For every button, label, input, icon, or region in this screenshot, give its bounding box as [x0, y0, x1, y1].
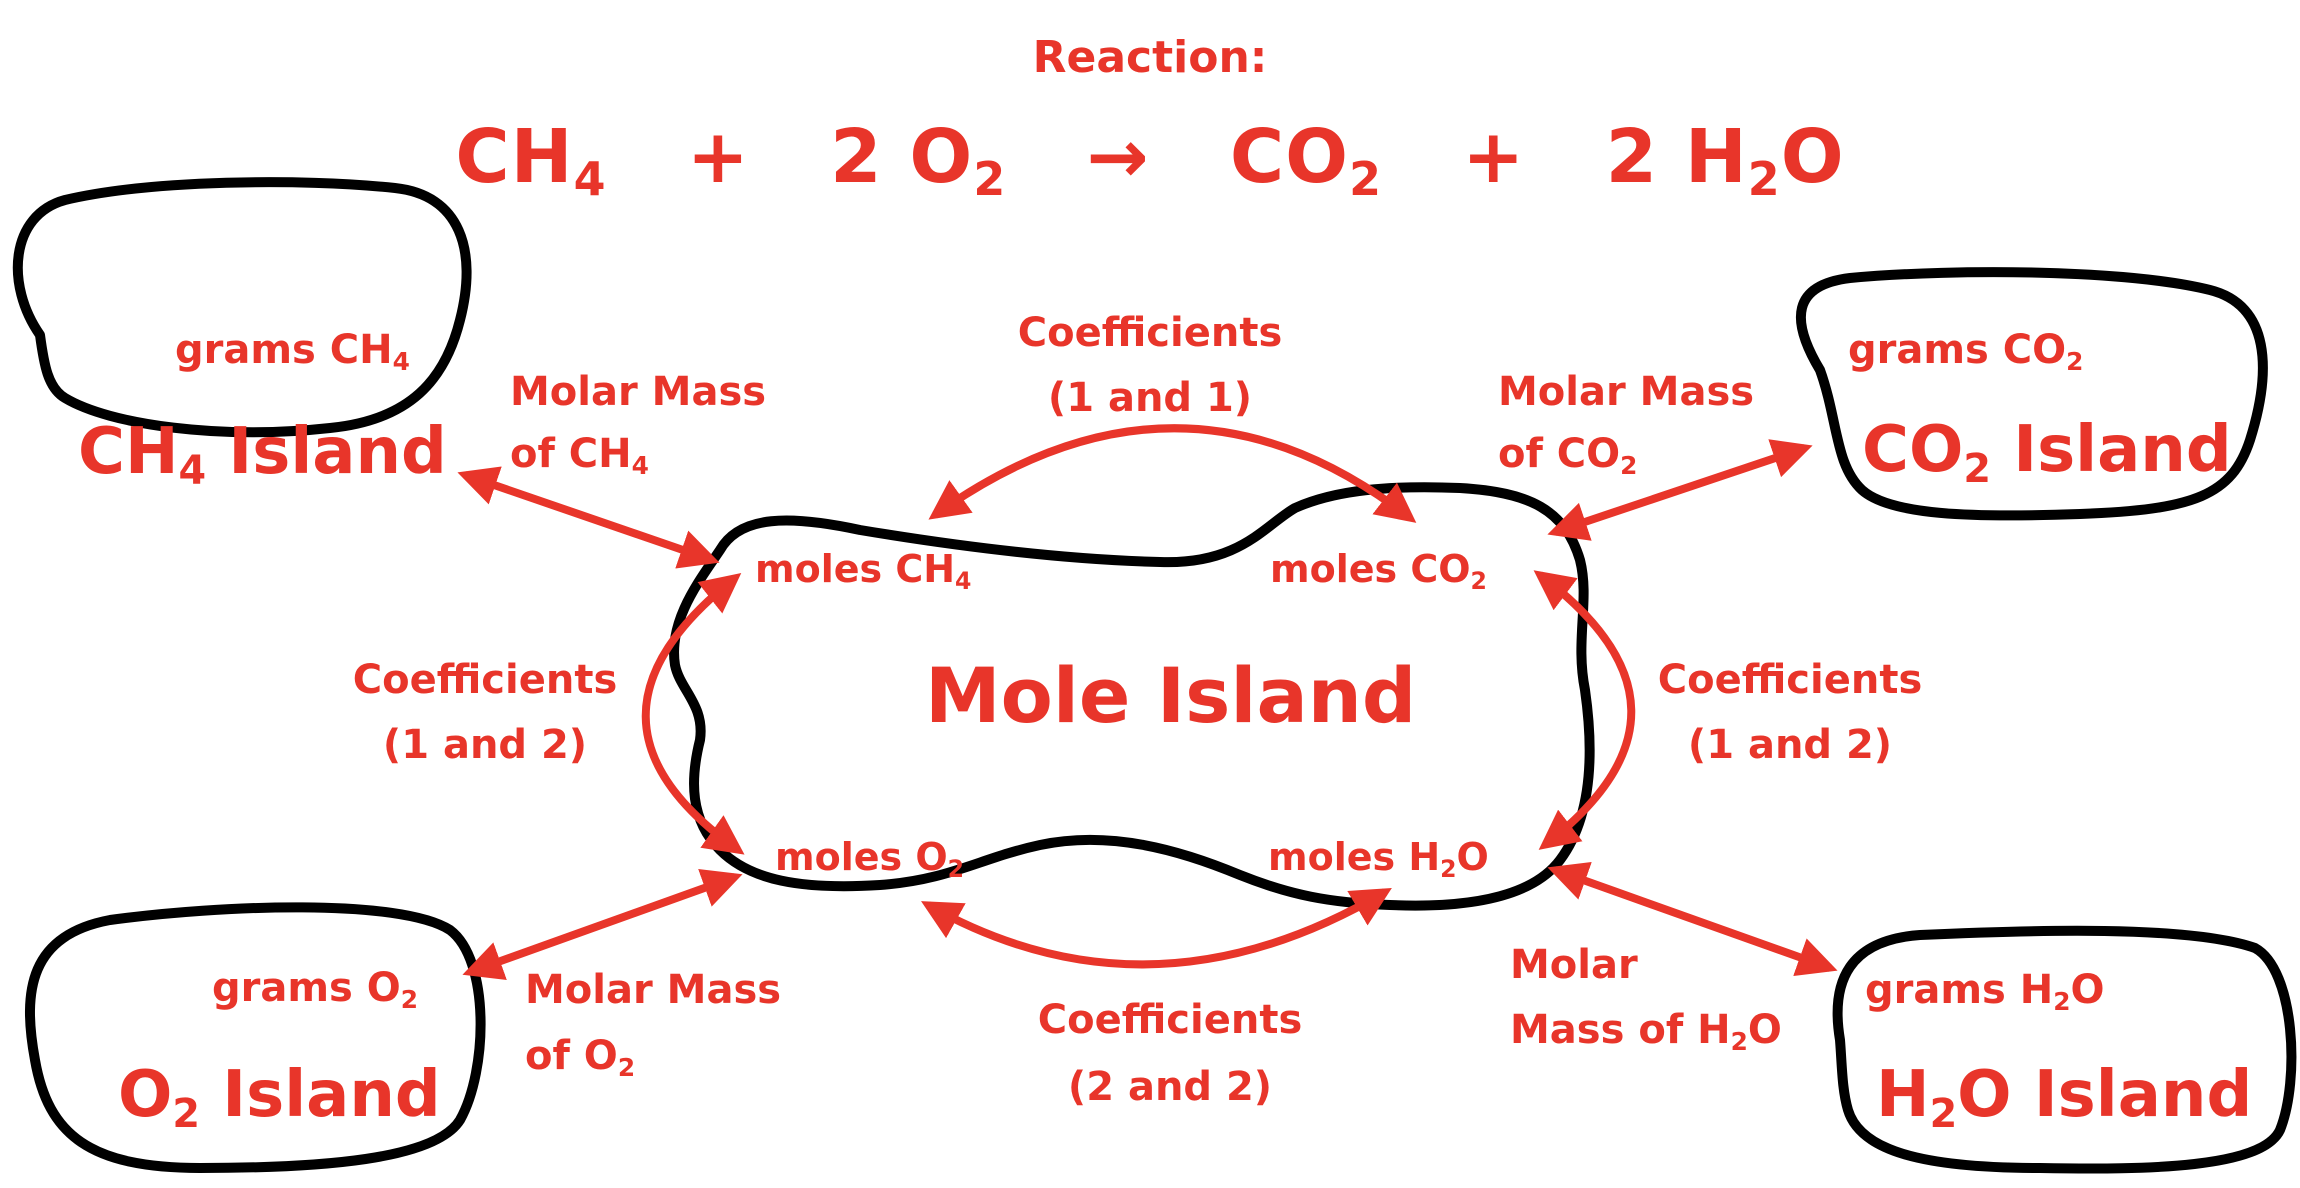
plus-sign: + — [686, 114, 750, 200]
o2-grams-label: grams O2 — [212, 965, 419, 1014]
ch4-island-title: CH4 Island — [78, 415, 447, 495]
product-h2o: 2 H2O — [1605, 114, 1845, 206]
molar-mass-h2o-line1: Molar — [1510, 942, 1638, 988]
mole-island-title: Mole Island — [925, 651, 1417, 740]
molar-mass-h2o-line2: Mass of H2O — [1510, 1007, 1782, 1056]
coefficients-left-line1: Coefficients — [352, 657, 618, 703]
yields-arrow: → — [1086, 114, 1150, 200]
molar-mass-o2-line2: of O2 — [525, 1033, 636, 1082]
molar-mass-co2-line1: Molar Mass — [1498, 369, 1755, 415]
reaction-title: Reaction: — [1032, 32, 1268, 83]
coefficients-top-line2: (1 and 1) — [1047, 375, 1253, 421]
coefficients-right-line2: (1 and 2) — [1687, 722, 1893, 768]
coefficients-right-line1: Coefficients — [1657, 657, 1923, 703]
arrow-mm-ch4 — [457, 466, 720, 569]
arrow-bottom-o2-h2o — [921, 887, 1392, 969]
molar-mass-co2-line2: of CO2 — [1498, 431, 1638, 480]
product-co2: CO2 — [1229, 114, 1382, 206]
co2-island-outline — [1795, 267, 2268, 521]
co2-grams-label: grams CO2 — [1848, 327, 2084, 376]
plus-sign: + — [1462, 114, 1526, 200]
moles-co2-label: moles CO2 — [1270, 547, 1487, 595]
molar-mass-ch4-line1: Molar Mass — [510, 369, 767, 415]
h2o-island-title: H2O Island — [1876, 1058, 2253, 1138]
coefficients-left-line2: (1 and 2) — [382, 722, 588, 768]
arrow-right-co2-h2o — [1533, 570, 1636, 850]
o2-island-title: O2 Island — [118, 1058, 441, 1138]
molar-mass-ch4-line2: of CH4 — [510, 431, 649, 480]
coefficients-bottom-line1: Coefficients — [1037, 997, 1303, 1043]
reaction-equation: CH4 + 2 O2 → CO2 + 2 H2O — [455, 120, 1844, 202]
o2-island-outline — [25, 902, 486, 1173]
coefficients-bottom-line2: (2 and 2) — [1067, 1064, 1273, 1110]
arrow-top-ch4-co2 — [928, 424, 1417, 523]
arrow-mm-h2o — [1547, 861, 1838, 977]
ch4-island-outline — [12, 177, 472, 438]
arrow-mm-o2 — [462, 868, 743, 981]
moles-h2o-label: moles H2O — [1268, 835, 1489, 883]
moles-o2-label: moles O2 — [775, 835, 965, 883]
h2o-island-outline — [1832, 925, 2297, 1174]
coefficients-top-line1: Coefficients — [1017, 310, 1283, 356]
co2-island-title: CO2 Island — [1862, 413, 2232, 493]
reactant-o2: 2 O2 — [830, 114, 1007, 206]
moles-ch4-label: moles CH4 — [755, 547, 972, 595]
arrow-left-ch4-o2 — [641, 573, 745, 855]
molar-mass-o2-line1: Molar Mass — [525, 967, 782, 1013]
h2o-grams-label: grams H2O — [1865, 967, 2105, 1016]
ch4-grams-label: grams CH4 — [175, 327, 410, 376]
arrow-mm-co2 — [1547, 439, 1813, 541]
reactant-ch4: CH4 — [455, 114, 607, 206]
